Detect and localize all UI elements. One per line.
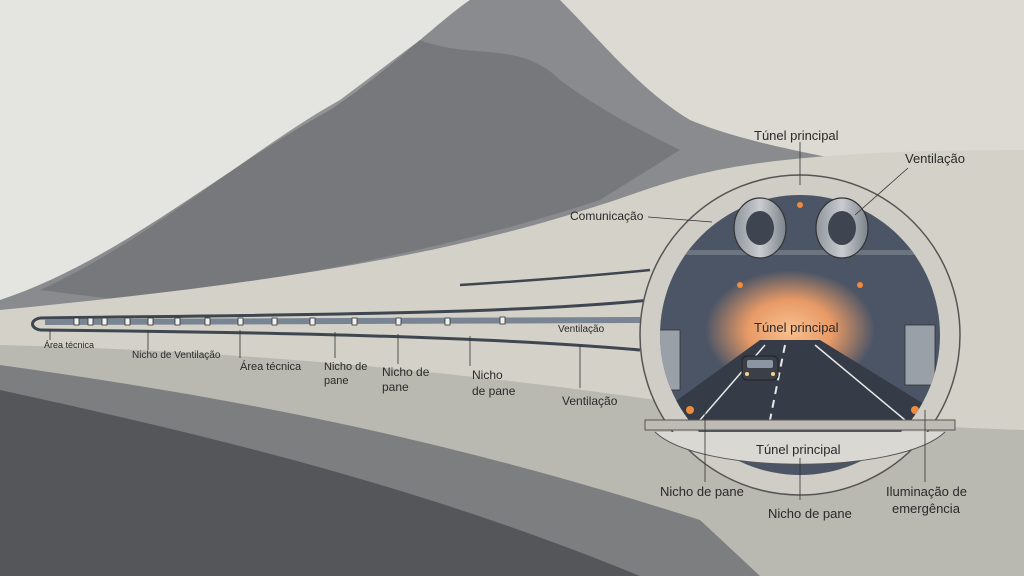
tunnel-tube-top xyxy=(39,298,651,320)
label-nicho-ventilacao: Nicho de Ventilação xyxy=(132,350,221,361)
label-tunel-principal-center: Túnel principal xyxy=(754,320,839,335)
label-iluminacao-line1: Iluminação de xyxy=(886,484,967,499)
niche-marker xyxy=(309,317,316,326)
niche-marker xyxy=(87,317,94,326)
niche-marker xyxy=(271,317,278,326)
ventilation-duct xyxy=(459,268,651,287)
label-nicho-pane-1-line1: Nicho de xyxy=(324,361,367,373)
tunnel-tube-bottom xyxy=(39,328,641,352)
niche-marker xyxy=(174,317,181,326)
emergency-light xyxy=(686,406,694,414)
label-nicho-pane-2-line1: Nicho de xyxy=(382,365,430,379)
road-edge-right xyxy=(814,344,906,421)
mountain-ridge-shadow xyxy=(40,40,680,300)
niche-marker xyxy=(444,317,451,326)
portal-leader-lines xyxy=(647,142,926,500)
label-nicho-pane-bottom-left: Nicho de pane xyxy=(660,484,744,499)
label-comunicacao: Comunicação xyxy=(570,209,644,223)
road-lane-marking xyxy=(769,344,786,421)
ceiling-light xyxy=(797,202,803,208)
niche-marker xyxy=(147,317,154,326)
label-area-tecnica-1: Área técnica xyxy=(44,340,94,350)
right-equipment-cabinet xyxy=(904,324,936,386)
niche-marker xyxy=(124,317,131,326)
upper-right-rock xyxy=(560,0,1024,190)
road-surface xyxy=(660,340,940,420)
label-nicho-pane-1-line2: pane xyxy=(324,375,348,387)
label-nicho-pane-2-line2: pane xyxy=(382,380,409,394)
label-area-tecnica-2: Área técnica xyxy=(240,360,302,373)
ceiling-light xyxy=(737,282,743,288)
label-ventilacao-small: Ventilação xyxy=(558,324,605,335)
label-tunel-principal-bottom: Túnel principal xyxy=(756,442,841,457)
niche-marker xyxy=(351,317,358,326)
niche-marker xyxy=(101,317,108,326)
car xyxy=(741,355,779,381)
tunnel-leader-lines xyxy=(49,330,581,388)
ventilation-pipe-left-opening xyxy=(746,211,774,245)
label-nicho-pane-3-line1: Nicho xyxy=(472,368,503,382)
niche-marker xyxy=(237,317,244,326)
bedrock-dark-layer xyxy=(0,390,640,576)
tunnel-tube-end xyxy=(31,316,41,332)
ceiling-light xyxy=(857,282,863,288)
ventilation-pipe-right-opening xyxy=(828,211,856,245)
niche-marker xyxy=(73,317,80,326)
label-ventilacao-top: Ventilação xyxy=(905,151,965,166)
ceiling-cable-tray xyxy=(660,250,940,255)
label-tunel-principal-top: Túnel principal xyxy=(754,128,839,143)
portal-floor-slab xyxy=(644,419,956,431)
niche-marker xyxy=(499,316,506,325)
label-iluminacao-line2: emergência xyxy=(892,501,961,516)
label-nicho-pane-3-line2: de pane xyxy=(472,384,516,398)
portal-cross-section xyxy=(639,174,961,496)
niche-marker xyxy=(395,317,402,326)
tunnel-niches xyxy=(73,316,506,326)
label-nicho-pane-bottom-center: Nicho de pane xyxy=(768,506,852,521)
label-ventilacao-lower: Ventilação xyxy=(562,394,618,408)
niche-marker xyxy=(204,317,211,326)
tunnel-tube-fill xyxy=(44,317,641,325)
